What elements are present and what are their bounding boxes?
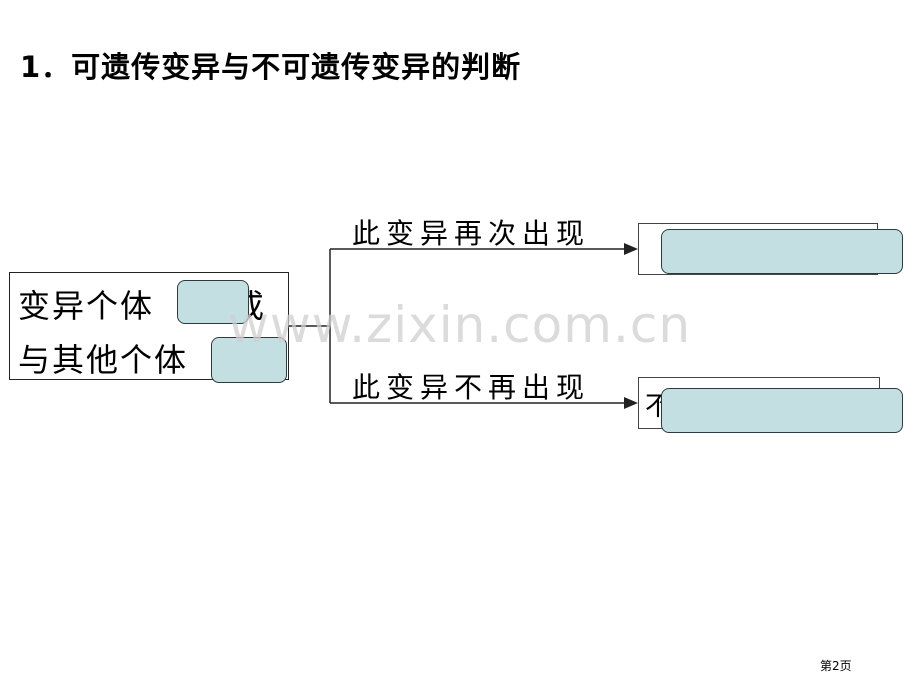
answer-mask-4[interactable] <box>661 388 903 433</box>
source-line-1-text: 变异个体 <box>18 287 155 325</box>
answer-mask-2[interactable] <box>211 337 287 383</box>
page-number: 第2页 <box>820 659 852 673</box>
answer-mask-3[interactable] <box>661 229 903 274</box>
source-line-2: 与其他个体 <box>18 341 189 379</box>
arrow-lower-head <box>624 397 638 409</box>
branch-label-lower: 此变异不再出现 <box>352 371 591 404</box>
answer-mask-1[interactable] <box>177 280 249 324</box>
branch-label-upper: 此变异再次出现 <box>352 217 591 250</box>
slide-title: 1．可遗传变异与不可遗传变异的判断 <box>20 50 522 84</box>
arrow-upper-head <box>624 243 638 255</box>
